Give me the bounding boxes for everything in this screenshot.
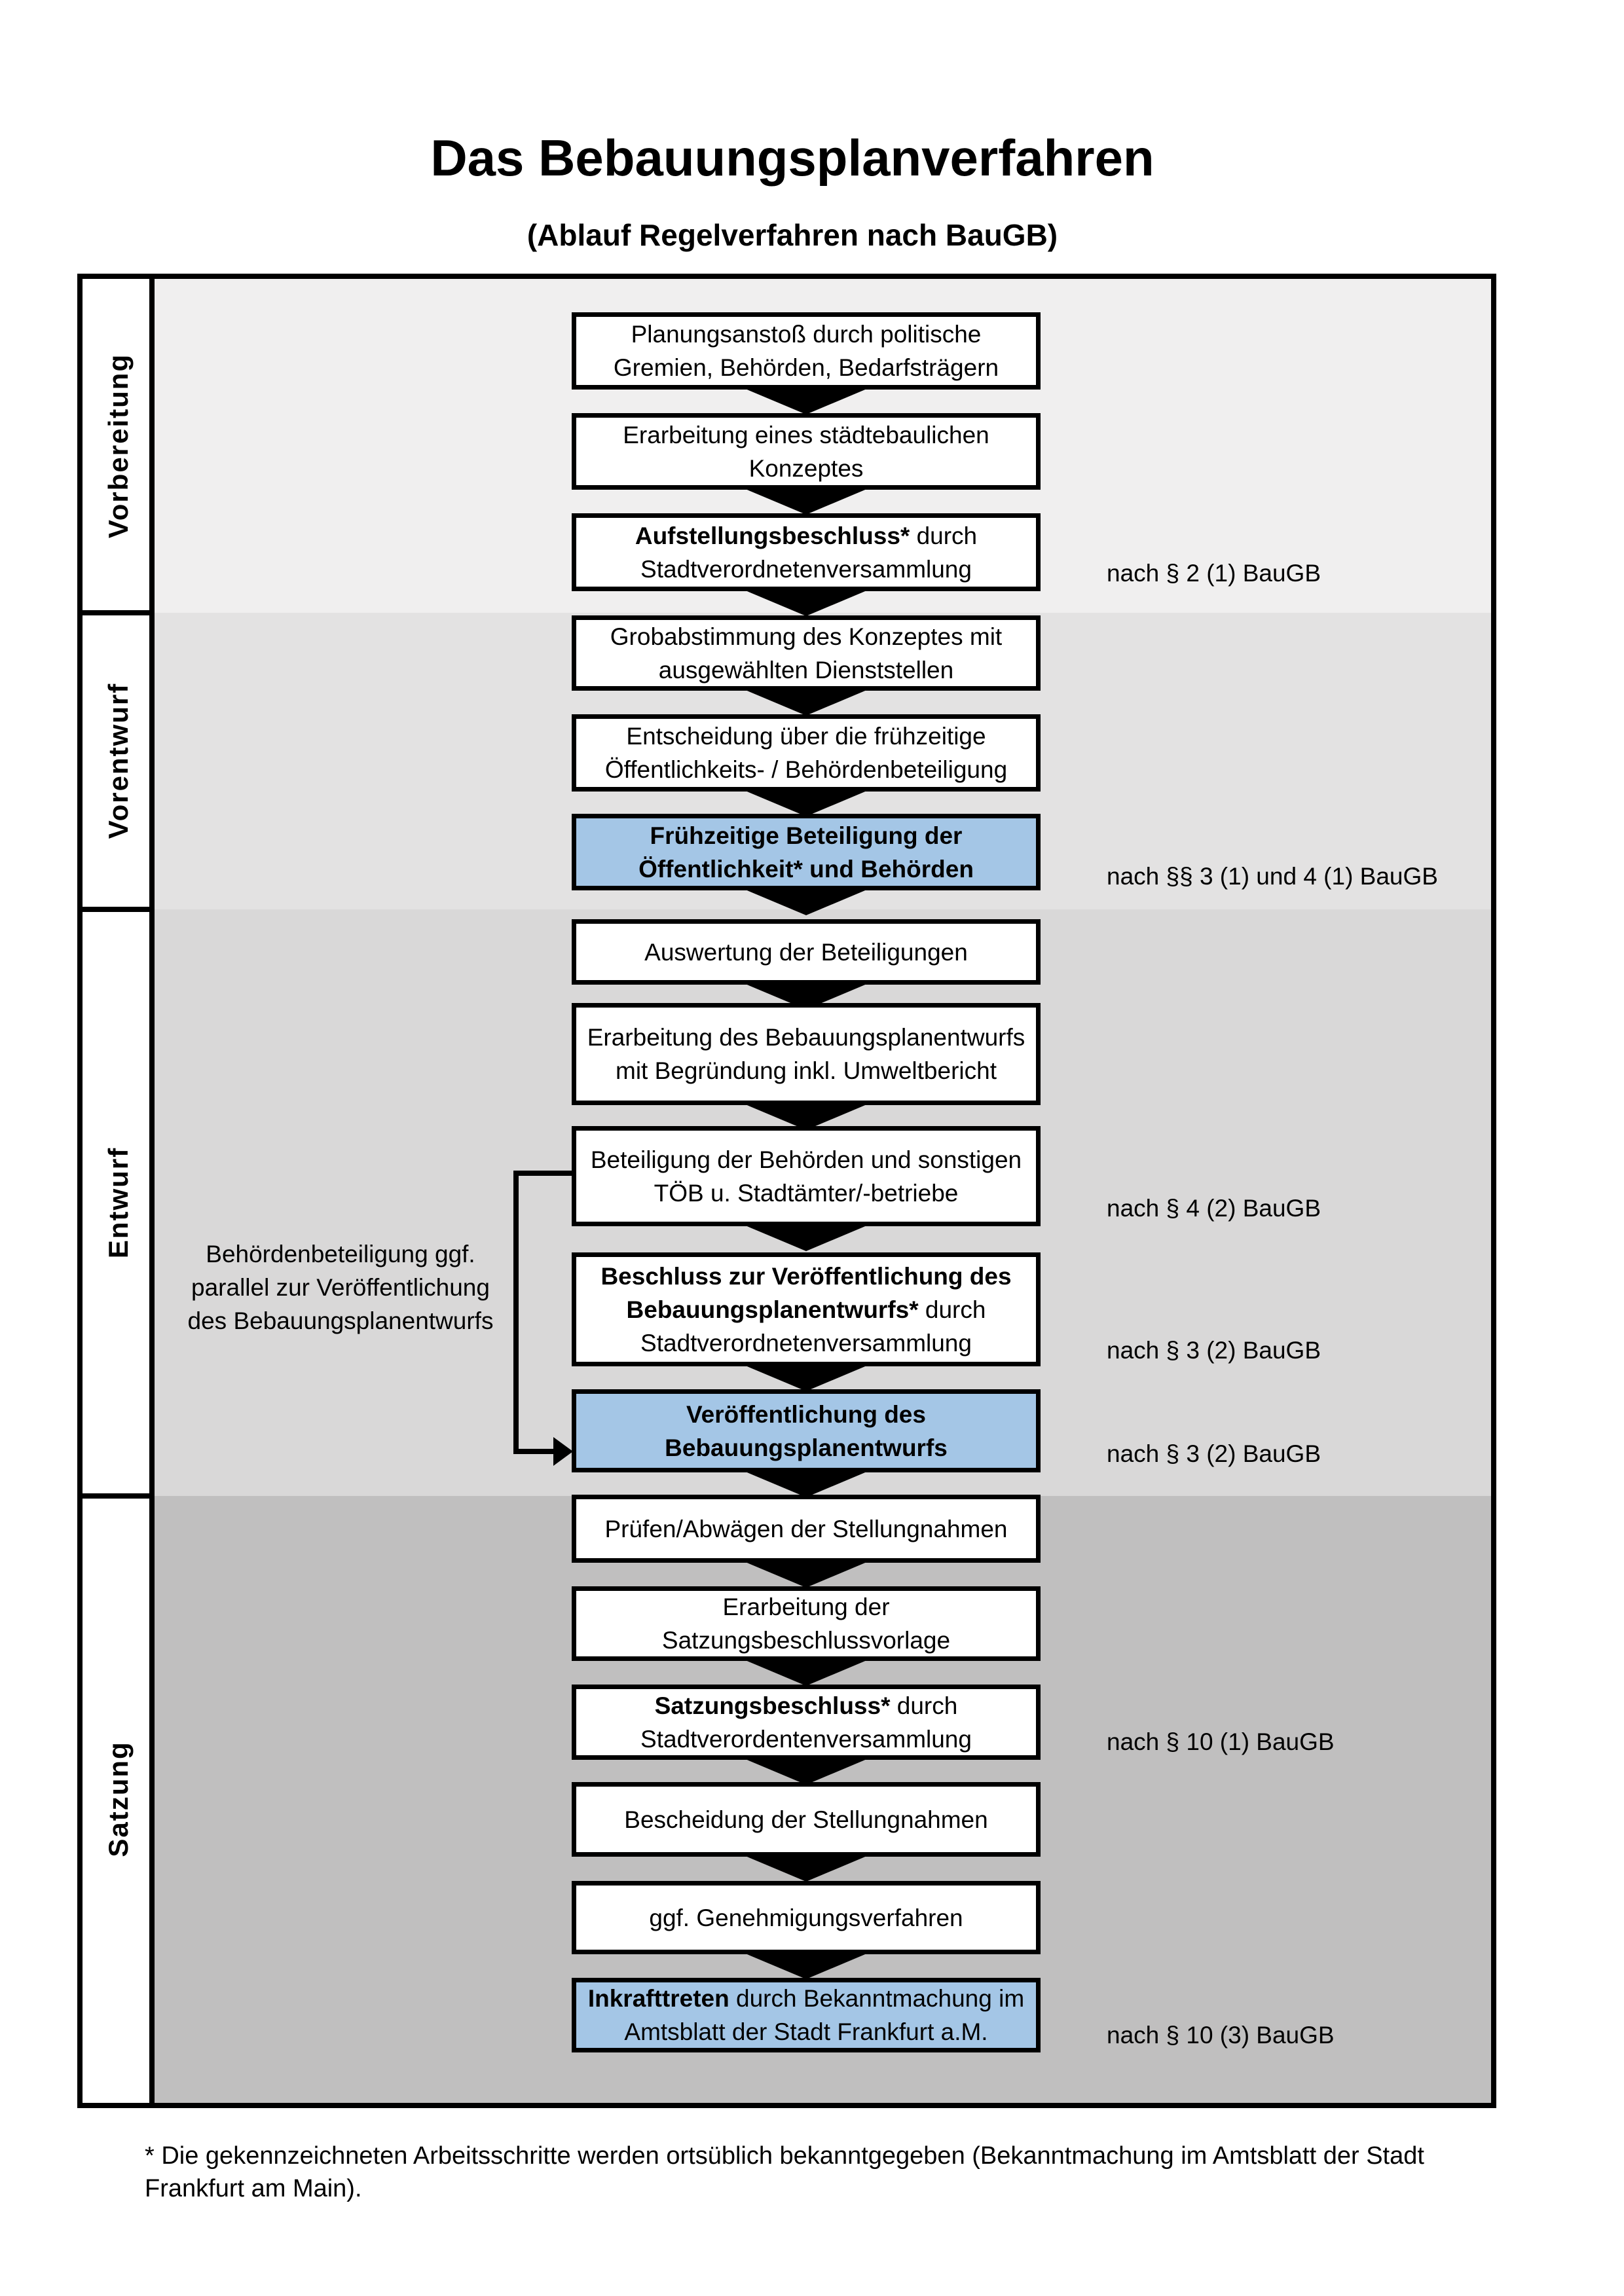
phase-column-divider bbox=[149, 279, 155, 2103]
arrow-down-icon bbox=[744, 889, 868, 915]
arrow-down-icon bbox=[744, 1561, 868, 1588]
flow-box-text-rest: durch Stadtverordnetenversammlung bbox=[640, 522, 978, 583]
legal-note-1: nach § 2 (1) BauGB bbox=[1107, 560, 1321, 587]
legal-note-6: nach § 10 (1) BauGB bbox=[1107, 1728, 1335, 1755]
flow-box-staedtebauliches-konzept: Erarbeitung eines städtebaulichen Konzep… bbox=[572, 413, 1041, 490]
arrow-down-icon bbox=[744, 1225, 868, 1251]
footnote-line-1: * Die gekennzeichneten Arbeitsschritte w… bbox=[145, 2142, 1424, 2170]
phase-label-entwurf: Entwurf bbox=[103, 1146, 134, 1259]
flow-box-text: Aufstellungsbeschluss* durch Stadtverord… bbox=[585, 519, 1027, 586]
phase-label-vorbereitung: Vorbereitung bbox=[103, 353, 134, 539]
flow-box-grobabstimmung: Grobabstimmung des Konzeptes mit ausgewä… bbox=[572, 615, 1041, 691]
flow-box-satzungsbeschlussvorlage: Erarbeitung der Satzungsbeschlussvorlage bbox=[572, 1586, 1041, 1661]
legal-note-3: nach § 4 (2) BauGB bbox=[1107, 1195, 1321, 1222]
phase-divider-1 bbox=[83, 610, 155, 615]
flow-box-text-bold: Beschluss zur Veröffentlichung des Bebau… bbox=[600, 1262, 1012, 1323]
flow-box-text: Erarbeitung der Satzungsbeschlussvorlage bbox=[661, 1594, 951, 1654]
flow-box-text: Prüfen/Abwägen der Stellungnahmen bbox=[604, 1515, 1008, 1542]
arrow-down-icon bbox=[744, 1953, 868, 1979]
flow-box-text: Erarbeitung des Bebauungsplanentwurfs mi… bbox=[587, 1024, 1025, 1084]
arrow-down-icon bbox=[744, 590, 868, 616]
parallel-connector-vertical bbox=[513, 1171, 519, 1454]
flow-box-text: Beschluss zur Veröffentlichung des Bebau… bbox=[585, 1260, 1027, 1360]
legal-note-5: nach § 3 (2) BauGB bbox=[1107, 1440, 1321, 1467]
flow-box-text: Grobabstimmung des Konzeptes mit ausgewä… bbox=[610, 623, 1003, 683]
arrow-down-icon bbox=[744, 388, 868, 414]
flow-box-beschluss-veroeffentlichung: Beschluss zur Veröffentlichung des Bebau… bbox=[572, 1252, 1041, 1366]
phase-label-satzung: Satzung bbox=[103, 1741, 134, 1857]
flow-box-text-rest: durch Stadtverordnetenversammlung bbox=[640, 1296, 986, 1357]
arrow-down-icon bbox=[744, 1365, 868, 1391]
flow-box-text: Satzungsbeschluss* durch Stadtverordente… bbox=[585, 1689, 1027, 1756]
legal-note-4: nach § 3 (2) BauGB bbox=[1107, 1337, 1321, 1364]
flow-box-pruefen-abwaegen: Prüfen/Abwägen der Stellungnahmen bbox=[572, 1495, 1041, 1563]
flow-box-text-rest: durch Stadtverordentenversammlung bbox=[640, 1692, 972, 1753]
arrow-down-icon bbox=[744, 689, 868, 716]
flow-box-veroeffentlichung: Veröffentlichung des Bebauungsplanentwur… bbox=[572, 1389, 1041, 1472]
arrow-down-icon bbox=[744, 790, 868, 816]
footnote: * Die gekennzeichneten Arbeitsschritte w… bbox=[145, 2140, 1559, 2205]
parallel-connector-bottom bbox=[519, 1449, 555, 1454]
arrow-down-icon bbox=[744, 1855, 868, 1882]
legal-note-2: nach §§ 3 (1) und 4 (1) BauGB bbox=[1107, 863, 1438, 890]
flow-box-fruehzeitige-beteiligung: Frühzeitige Beteiligung der Öffentlichke… bbox=[572, 814, 1041, 890]
flow-box-text-bold: Satzungsbeschluss* bbox=[654, 1692, 891, 1719]
arrow-down-icon bbox=[744, 1104, 868, 1130]
arrow-down-icon bbox=[744, 1471, 868, 1497]
flow-box-text: Erarbeitung eines städtebaulichen Konzep… bbox=[623, 421, 989, 482]
flow-box-text-bold: Inkrafttreten bbox=[587, 1985, 729, 2012]
legal-note-7: nach § 10 (3) BauGB bbox=[1107, 2022, 1335, 2049]
flow-box-entscheidung-beteiligung: Entscheidung über die frühzeitige Öffent… bbox=[572, 714, 1041, 792]
side-note-parallel: Behördenbeteiligung ggf. parallel zur Ve… bbox=[187, 1241, 494, 1334]
flow-box-planungsanstoss: Planungsanstoß durch politische Gremien,… bbox=[572, 312, 1041, 390]
page-title: Das Bebauungsplanverfahren bbox=[430, 129, 1154, 187]
flow-box-text-rest: durch Bekanntmachung im Amtsblatt der St… bbox=[624, 1985, 1025, 2045]
flow-box-erarbeitung-entwurf: Erarbeitung des Bebauungsplanentwurfs mi… bbox=[572, 1003, 1041, 1105]
footnote-line-2: Frankfurt am Main). bbox=[145, 2175, 362, 2202]
phase-label-vorentwurf: Vorentwurf bbox=[103, 682, 134, 839]
flow-box-aufstellungsbeschluss: Aufstellungsbeschluss* durch Stadtverord… bbox=[572, 513, 1041, 591]
flow-box-genehmigungsverfahren: ggf. Genehmigungsverfahren bbox=[572, 1881, 1041, 1954]
flow-box-inkrafttreten: Inkrafttreten durch Bekanntmachung im Am… bbox=[572, 1978, 1041, 2052]
flow-box-text: Bescheidung der Stellungnahmen bbox=[624, 1806, 988, 1833]
flow-box-text: Beteiligung der Behörden und sonstigen T… bbox=[590, 1146, 1022, 1207]
flow-box-text-bold: Aufstellungsbeschluss* bbox=[635, 522, 910, 549]
arrow-down-icon bbox=[744, 1758, 868, 1785]
flow-box-text: Inkrafttreten durch Bekanntmachung im Am… bbox=[585, 1982, 1027, 2049]
flow-box-auswertung: Auswertung der Beteiligungen bbox=[572, 919, 1041, 985]
page-subtitle: (Ablauf Regelverfahren nach BauGB) bbox=[526, 218, 1058, 252]
arrow-right-icon bbox=[553, 1437, 573, 1466]
flow-box-text: Veröffentlichung des Bebauungsplanentwur… bbox=[665, 1400, 948, 1461]
phase-label-column bbox=[83, 279, 155, 2103]
phase-divider-3 bbox=[83, 1493, 155, 1499]
flow-box-text: Entscheidung über die frühzeitige Öffent… bbox=[604, 723, 1008, 783]
flow-box-text: Frühzeitige Beteiligung der Öffentlichke… bbox=[638, 822, 974, 883]
flow-box-text: ggf. Genehmigungsverfahren bbox=[649, 1904, 963, 1931]
flow-box-behoerdenbeteiligung: Beteiligung der Behörden und sonstigen T… bbox=[572, 1126, 1041, 1226]
flow-box-text: Planungsanstoß durch politische Gremien,… bbox=[613, 321, 999, 381]
parallel-connector-top bbox=[513, 1171, 572, 1176]
phase-divider-2 bbox=[83, 907, 155, 912]
flow-box-satzungsbeschluss: Satzungsbeschluss* durch Stadtverordente… bbox=[572, 1685, 1041, 1760]
arrow-down-icon bbox=[744, 1660, 868, 1686]
arrow-down-icon bbox=[744, 488, 868, 515]
flow-box-text: Auswertung der Beteiligungen bbox=[644, 938, 968, 966]
flow-box-bescheidung: Bescheidung der Stellungnahmen bbox=[572, 1782, 1041, 1857]
